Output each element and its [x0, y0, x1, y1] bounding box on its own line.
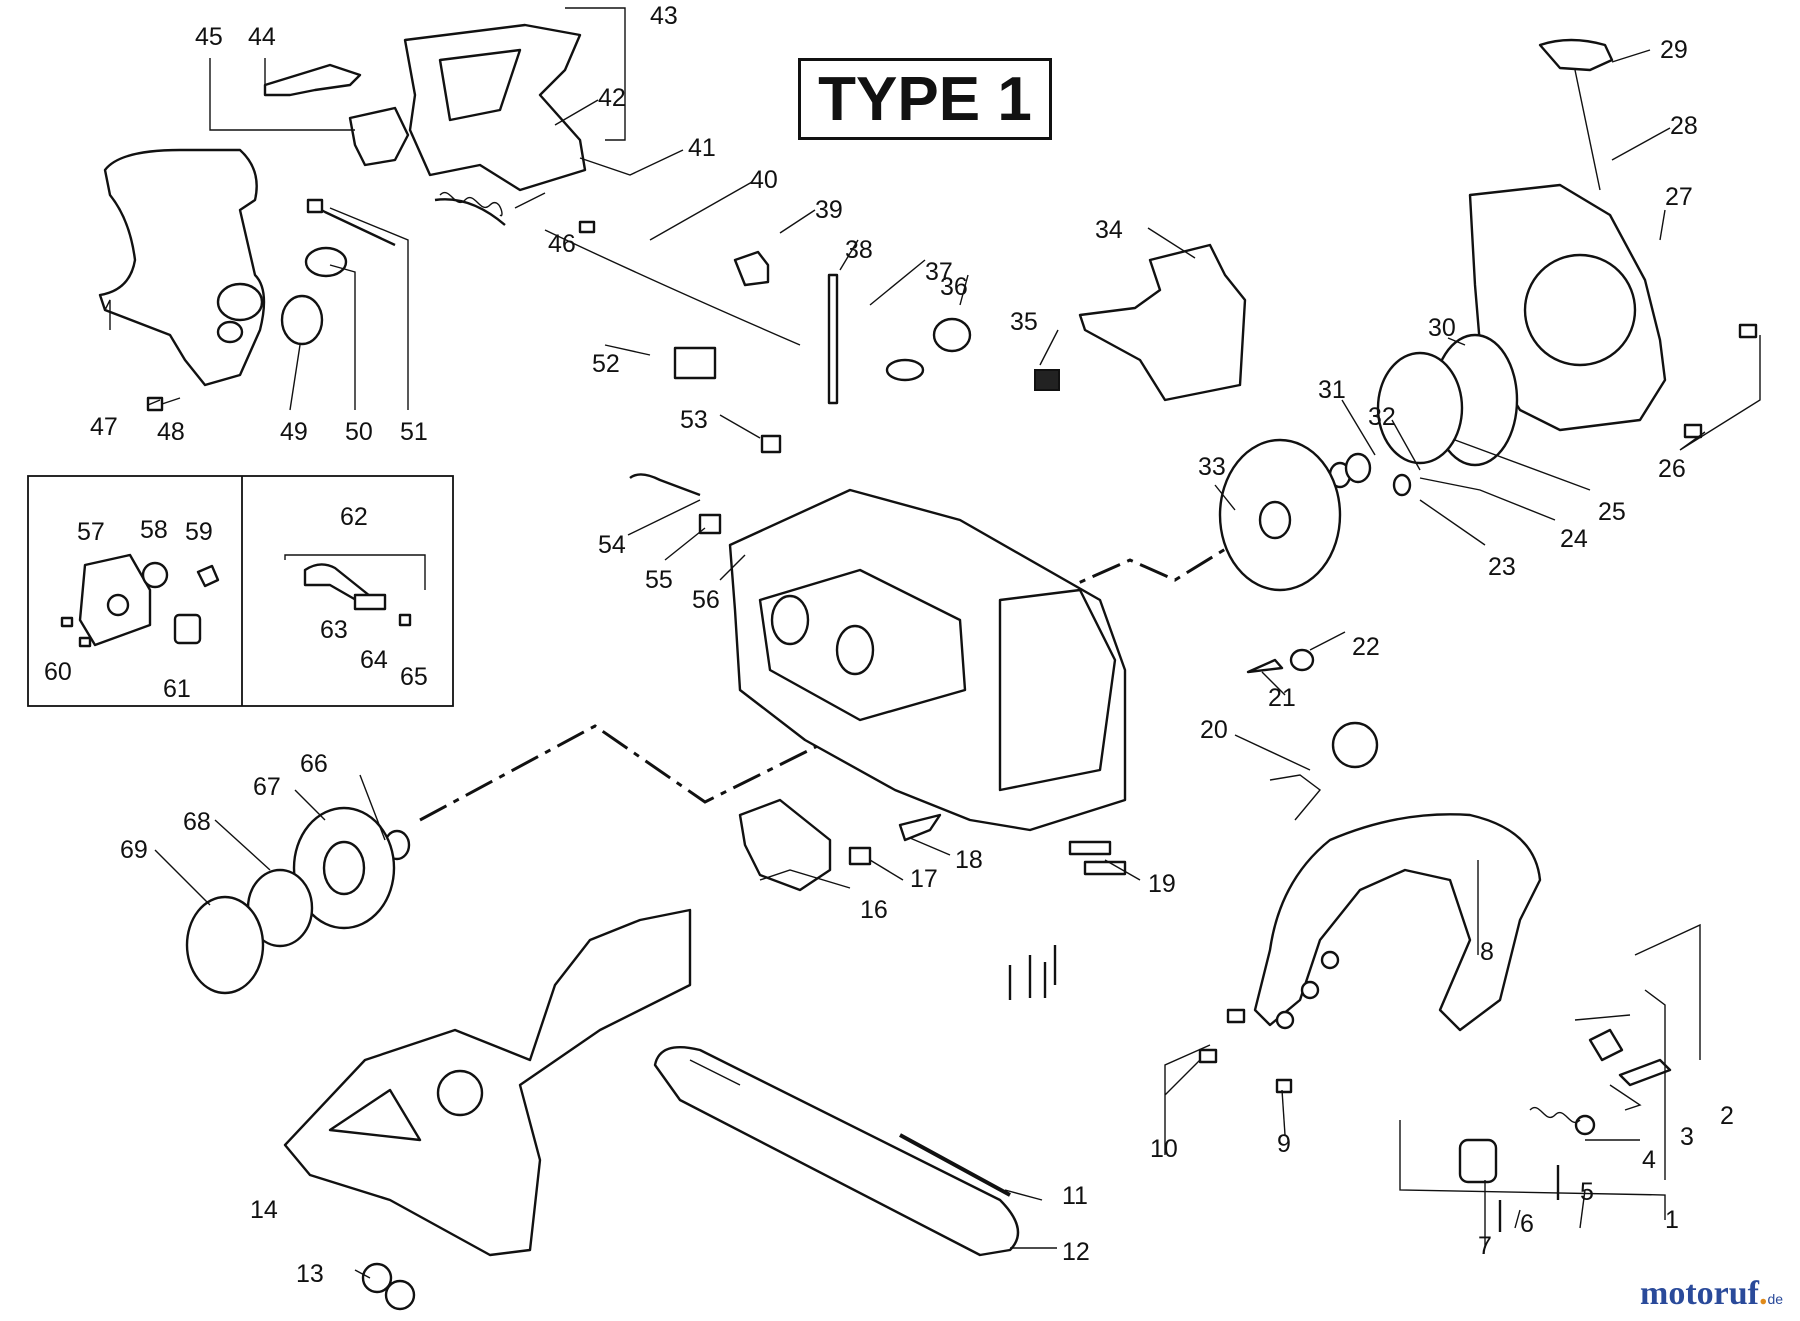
callout-41: 41: [688, 134, 716, 162]
callout-59: 59: [185, 518, 213, 546]
callout-36: 36: [940, 273, 968, 301]
callout-45: 45: [195, 23, 223, 51]
callout-6: 6: [1520, 1210, 1534, 1238]
callout-24: 24: [1560, 525, 1588, 553]
callout-5: 5: [1580, 1178, 1594, 1206]
callout-58: 58: [140, 516, 168, 544]
callout-46: 46: [548, 230, 576, 258]
callout-60: 60: [44, 658, 72, 686]
callout-57: 57: [77, 518, 105, 546]
callout-11: 11: [1062, 1182, 1088, 1210]
callout-40: 40: [750, 166, 778, 194]
callout-23: 23: [1488, 553, 1516, 581]
callout-1: 1: [1665, 1206, 1679, 1234]
callout-35: 35: [1010, 308, 1038, 336]
callout-29: 29: [1660, 36, 1688, 64]
callout-43: 43: [650, 2, 678, 30]
callout-17: 17: [910, 865, 938, 893]
callout-19: 19: [1148, 870, 1176, 898]
watermark-dot: .: [1758, 1275, 1768, 1312]
callout-62: 62: [340, 503, 368, 531]
callout-66: 66: [300, 750, 328, 778]
leader-lines: [104, 7, 1761, 1279]
callout-21: 21: [1268, 684, 1296, 712]
callout-4: 4: [1642, 1146, 1656, 1174]
callout-16: 16: [860, 896, 888, 924]
callout-7: 7: [1478, 1232, 1492, 1260]
callout-37: 37: [925, 258, 953, 286]
callout-63: 63: [320, 616, 348, 644]
callout-3: 3: [1680, 1123, 1694, 1151]
callout-52: 52: [592, 350, 620, 378]
callout-51: 51: [400, 418, 428, 446]
callout-39: 39: [815, 196, 843, 224]
callout-30: 30: [1428, 314, 1456, 342]
callout-47: 47: [90, 413, 118, 441]
callout-labels: 1 2 3 4 5 6 7 8 9 10 11 12 13 14 16 17 1…: [44, 2, 1734, 1288]
inset-boxes: [27, 475, 454, 707]
callout-38: 38: [845, 236, 873, 264]
callout-48: 48: [157, 418, 185, 446]
callout-8: 8: [1480, 938, 1494, 966]
callout-2: 2: [1720, 1102, 1734, 1130]
callout-65: 65: [400, 663, 428, 691]
parts: [98, 23, 1758, 1311]
callout-9: 9: [1277, 1130, 1291, 1158]
callout-25: 25: [1598, 498, 1626, 526]
callout-56: 56: [692, 586, 720, 614]
watermark-logo: motoruf.de: [1640, 1275, 1783, 1313]
callout-10: 10: [1150, 1135, 1178, 1163]
callout-14: 14: [250, 1196, 278, 1224]
callout-34: 34: [1095, 216, 1123, 244]
callout-22: 22: [1352, 633, 1380, 661]
callout-53: 53: [680, 406, 708, 434]
callout-50: 50: [345, 418, 373, 446]
callout-18: 18: [955, 846, 983, 874]
inset-parts: [60, 553, 426, 648]
callout-54: 54: [598, 531, 626, 559]
callout-61: 61: [163, 675, 191, 703]
callout-49: 49: [280, 418, 308, 446]
callout-33: 33: [1198, 453, 1226, 481]
callout-20: 20: [1200, 716, 1228, 744]
callout-44: 44: [248, 23, 276, 51]
callout-32: 32: [1368, 403, 1396, 431]
callout-28: 28: [1670, 112, 1698, 140]
callout-13: 13: [296, 1260, 324, 1288]
callout-55: 55: [645, 566, 673, 594]
watermark-brand: motoruf: [1640, 1275, 1759, 1312]
callout-42: 42: [598, 84, 626, 112]
callout-31: 31: [1318, 376, 1346, 404]
type-label: TYPE 1: [798, 58, 1052, 140]
watermark-suffix: de: [1767, 1291, 1784, 1307]
callout-67: 67: [253, 773, 281, 801]
callout-64: 64: [360, 646, 388, 674]
callout-12: 12: [1062, 1238, 1090, 1266]
callout-69: 69: [120, 836, 148, 864]
callout-68: 68: [183, 808, 211, 836]
callout-27: 27: [1665, 183, 1693, 211]
callout-26: 26: [1658, 455, 1686, 483]
alignment-lines: [419, 538, 1241, 822]
